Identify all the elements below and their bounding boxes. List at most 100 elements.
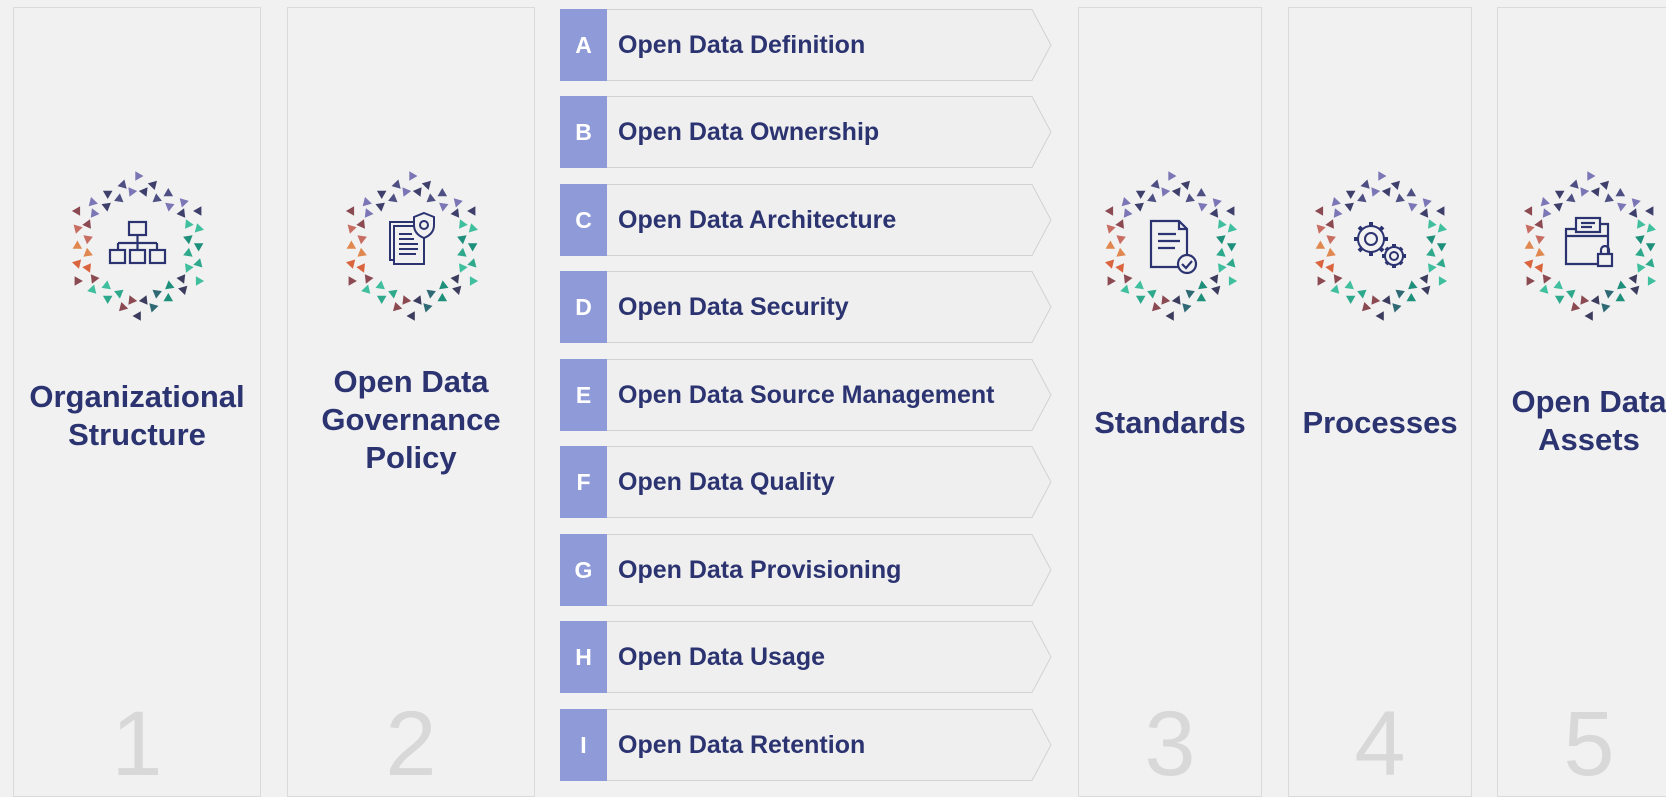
ring-triangle bbox=[163, 293, 174, 302]
pillar-number: 3 bbox=[1144, 693, 1196, 795]
ring-triangle bbox=[1615, 293, 1626, 302]
ring-triangle bbox=[83, 235, 93, 245]
ring-triangle bbox=[1134, 202, 1144, 212]
ring-triangle bbox=[72, 240, 83, 249]
ring-triangle bbox=[101, 280, 111, 290]
ring-triangle bbox=[1218, 219, 1227, 229]
ring-triangle bbox=[1534, 219, 1543, 229]
ring-triangle bbox=[179, 198, 189, 208]
ring-triangle bbox=[147, 180, 157, 190]
ring-triangle bbox=[402, 295, 412, 305]
ring-triangle bbox=[426, 193, 436, 203]
ring-triangle bbox=[1371, 187, 1381, 197]
ring-triangle bbox=[1228, 276, 1238, 286]
ring-triangle bbox=[1617, 280, 1627, 290]
ring-triangle bbox=[1216, 235, 1226, 245]
ring-triangle bbox=[1437, 223, 1447, 233]
ring-triangle bbox=[1123, 208, 1133, 218]
ring-triangle bbox=[1227, 223, 1237, 233]
ring-triangle bbox=[152, 193, 162, 203]
element-label: Open Data Retention bbox=[618, 731, 866, 759]
ring-triangle bbox=[1392, 303, 1402, 313]
ring-triangle bbox=[356, 263, 365, 273]
ring-triangle bbox=[1381, 295, 1391, 305]
ring-triangle bbox=[1345, 190, 1356, 199]
ring-triangle bbox=[437, 188, 448, 197]
ring-triangle bbox=[1526, 276, 1535, 286]
ring-triangle bbox=[1637, 263, 1646, 273]
ring-triangle bbox=[1211, 285, 1221, 295]
ring-triangle bbox=[74, 276, 83, 286]
element-label: Open Data Ownership bbox=[618, 118, 880, 146]
ring-triangle bbox=[1150, 179, 1160, 189]
ring-triangle bbox=[1419, 274, 1429, 284]
ring-triangle bbox=[1196, 188, 1207, 197]
ring-triangle bbox=[193, 206, 202, 216]
ring-triangle bbox=[1123, 274, 1133, 284]
ring-triangle bbox=[1580, 187, 1590, 197]
ring-triangle bbox=[361, 284, 371, 294]
ring-triangle bbox=[1121, 197, 1131, 207]
ring-triangle bbox=[1185, 289, 1195, 299]
ring-triangle bbox=[450, 208, 460, 218]
ring-triangle bbox=[1535, 235, 1545, 245]
ring-triangle bbox=[453, 198, 463, 208]
ring-triangle bbox=[1628, 274, 1638, 284]
ring-triangle bbox=[1438, 276, 1448, 286]
ring-triangle bbox=[1426, 235, 1436, 245]
ring-triangle bbox=[1375, 311, 1384, 321]
ring-triangle bbox=[1408, 280, 1418, 290]
ring-triangle bbox=[1171, 187, 1181, 197]
element-label: Open Data Usage bbox=[618, 643, 826, 671]
ring-triangle bbox=[101, 202, 111, 212]
ring-triangle bbox=[1615, 188, 1626, 197]
ring-triangle bbox=[149, 303, 159, 313]
ring-triangle bbox=[1390, 180, 1400, 190]
ring-triangle bbox=[1542, 274, 1552, 284]
ring-triangle bbox=[1152, 302, 1162, 312]
ring-triangle bbox=[1422, 198, 1432, 208]
ring-triangle bbox=[457, 247, 467, 257]
ring-triangle bbox=[119, 302, 129, 312]
ring-triangle bbox=[117, 179, 127, 189]
ring-triangle bbox=[1344, 280, 1354, 290]
ring-triangle bbox=[193, 243, 204, 252]
ring-triangle bbox=[1326, 235, 1336, 245]
ring-triangle bbox=[1571, 302, 1581, 312]
ring-triangle bbox=[364, 208, 374, 218]
ring-triangle bbox=[1523, 206, 1533, 216]
ring-triangle bbox=[468, 223, 478, 233]
ring-triangle bbox=[1362, 302, 1372, 312]
ring-triangle bbox=[1381, 187, 1391, 197]
ring-triangle bbox=[1333, 208, 1343, 218]
ring-triangle bbox=[1436, 258, 1446, 268]
ring-triangle bbox=[1604, 193, 1614, 203]
ring-triangle bbox=[376, 295, 387, 304]
element-label: Open Data Quality bbox=[618, 468, 835, 496]
ring-triangle bbox=[138, 187, 148, 197]
ring-triangle bbox=[412, 187, 422, 197]
ring-triangle bbox=[1540, 197, 1550, 207]
ring-triangle bbox=[364, 274, 374, 284]
ring-triangle bbox=[1371, 295, 1381, 305]
ring-triangle bbox=[375, 280, 385, 290]
ring-triangle bbox=[1333, 274, 1343, 284]
ring-triangle bbox=[1601, 303, 1611, 313]
ring-triangle bbox=[1590, 187, 1600, 197]
ring-triangle bbox=[82, 263, 91, 273]
ring-triangle bbox=[457, 235, 467, 245]
ring-triangle bbox=[1216, 247, 1226, 257]
ring-triangle bbox=[402, 187, 412, 197]
ring-triangle bbox=[72, 259, 82, 269]
ring-triangle bbox=[1180, 180, 1190, 190]
ring-triangle bbox=[1419, 208, 1429, 218]
ring-triangle bbox=[1115, 219, 1124, 229]
ring-triangle bbox=[426, 289, 436, 299]
ring-triangle bbox=[1331, 197, 1341, 207]
ring-triangle bbox=[102, 190, 113, 199]
ring-triangle bbox=[1226, 258, 1236, 268]
